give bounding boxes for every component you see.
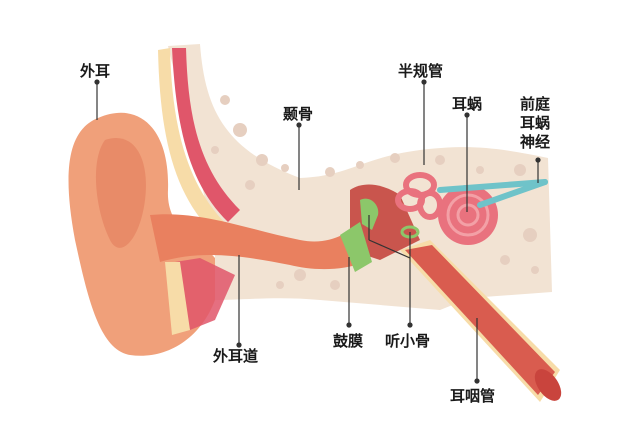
lower-cartilage [165,262,190,335]
label-vestibulocochlear-nerve: 前庭 耳蜗 神经 [520,95,550,152]
label-cochlea: 耳蜗 [452,95,483,113]
label-ossicles: 听小骨 [385,332,431,350]
auricle-inner-shade [95,138,146,248]
label-line: 神经 [520,133,551,151]
label-line: 耳蜗 [520,114,551,132]
temporal-bone-shape [168,44,552,310]
bone-pores [211,95,539,290]
eardrum-shape [340,222,372,272]
ear-canal-shape [150,214,365,270]
cochlea-shape [438,185,498,245]
lower-muscle [175,258,235,330]
label-eustachian-tube: 耳咽管 [450,387,496,405]
leader-lines [94,79,541,384]
cartilage-layer [158,48,226,234]
label-semicircular-canals: 半规管 [398,62,444,80]
label-line: 前庭 [520,95,551,113]
label-eardrum: 鼓膜 [333,332,364,350]
nerve-shape [437,179,548,208]
muscle-layer [172,48,240,222]
label-outer-ear: 外耳 [80,62,111,80]
label-temporal-bone: 颞骨 [283,105,314,123]
ossicles-shape [360,198,379,230]
tube-opening [534,369,562,401]
label-ear-canal: 外耳道 [213,347,259,365]
